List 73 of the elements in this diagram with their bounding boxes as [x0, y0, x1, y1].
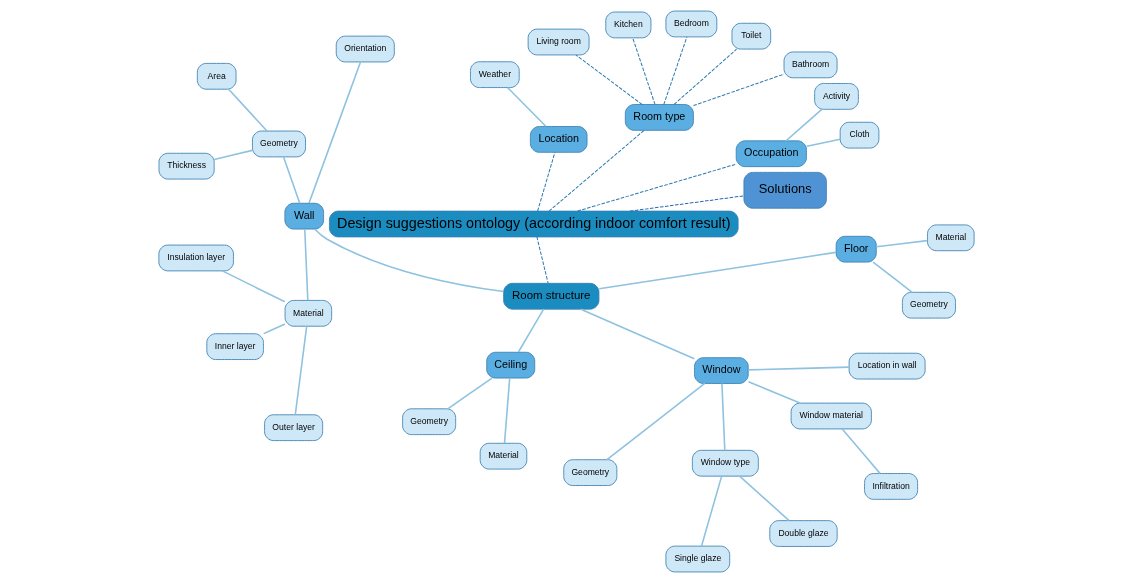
node-box: Room type [624, 104, 694, 131]
node-box: Window material [790, 402, 872, 430]
connector [575, 54, 643, 105]
connector [805, 138, 841, 148]
node-box: Outer layer [264, 414, 324, 441]
node-box: Wall [284, 202, 325, 230]
node-box: Living room [527, 28, 590, 56]
node-box: Window type [691, 449, 759, 477]
node-box: Area [196, 62, 237, 90]
connector [536, 236, 549, 284]
connector [747, 366, 850, 371]
node-box: Occupation [735, 140, 807, 168]
node-box: Bathroom [783, 51, 838, 79]
connector [227, 88, 268, 132]
connector [739, 475, 790, 522]
node-box: Inner layer [206, 333, 264, 360]
connector [314, 228, 505, 293]
connector [304, 228, 309, 301]
connector [632, 37, 656, 105]
connector [308, 61, 362, 204]
connector [282, 156, 301, 205]
connector [537, 151, 556, 212]
connector [598, 251, 837, 290]
connector [506, 86, 547, 128]
node-box: Geometry [402, 408, 457, 436]
node-box: Material [284, 300, 333, 327]
connector [629, 195, 745, 212]
connector [693, 73, 785, 107]
node-box: Toilet [731, 22, 772, 50]
connector [580, 308, 696, 360]
node-box: Single glaze [665, 545, 731, 573]
connector [673, 48, 738, 105]
connector [262, 323, 286, 335]
node-box: Activity [814, 83, 859, 110]
node-box: Bedroom [665, 10, 718, 38]
node-box: Orientation [335, 35, 395, 63]
node-box: Location [530, 126, 588, 153]
connector [872, 261, 913, 294]
connector [503, 377, 511, 444]
connector [221, 270, 286, 303]
node-box: Material [927, 224, 975, 252]
node-box: Cloth [839, 121, 880, 149]
connector [841, 428, 881, 475]
node-box: Room structure [503, 282, 600, 310]
connector [606, 382, 706, 461]
connector [875, 239, 928, 248]
connector [577, 163, 737, 212]
node-box: Window [694, 357, 749, 384]
node-box: Ceiling [486, 351, 536, 379]
node-box: Infiltration [864, 473, 919, 500]
node-box: Solutions [743, 171, 827, 209]
connector [747, 381, 801, 404]
connector [785, 108, 823, 142]
connector [700, 475, 723, 547]
node-box: Location in wall [848, 352, 926, 380]
connector [663, 36, 688, 105]
connector [446, 377, 493, 410]
node-box: Geometry [252, 130, 306, 158]
node-box: Kitchen [605, 11, 652, 39]
node-box: Insulation layer [158, 244, 234, 272]
node-box: Geometry [563, 459, 618, 486]
connector [517, 308, 545, 353]
connector [294, 325, 308, 416]
node-box: Thickness [158, 152, 215, 180]
node-box: Double glaze [769, 520, 838, 547]
connector [213, 149, 254, 161]
node-box: Weather [470, 61, 520, 88]
node-box: Floor [835, 235, 877, 263]
node-box: Material [479, 442, 528, 470]
node-box: Design suggestions ontology (according indoor comfort result) [329, 210, 739, 238]
connector [721, 382, 726, 451]
node-box: Geometry [902, 291, 956, 319]
connector [548, 129, 645, 212]
